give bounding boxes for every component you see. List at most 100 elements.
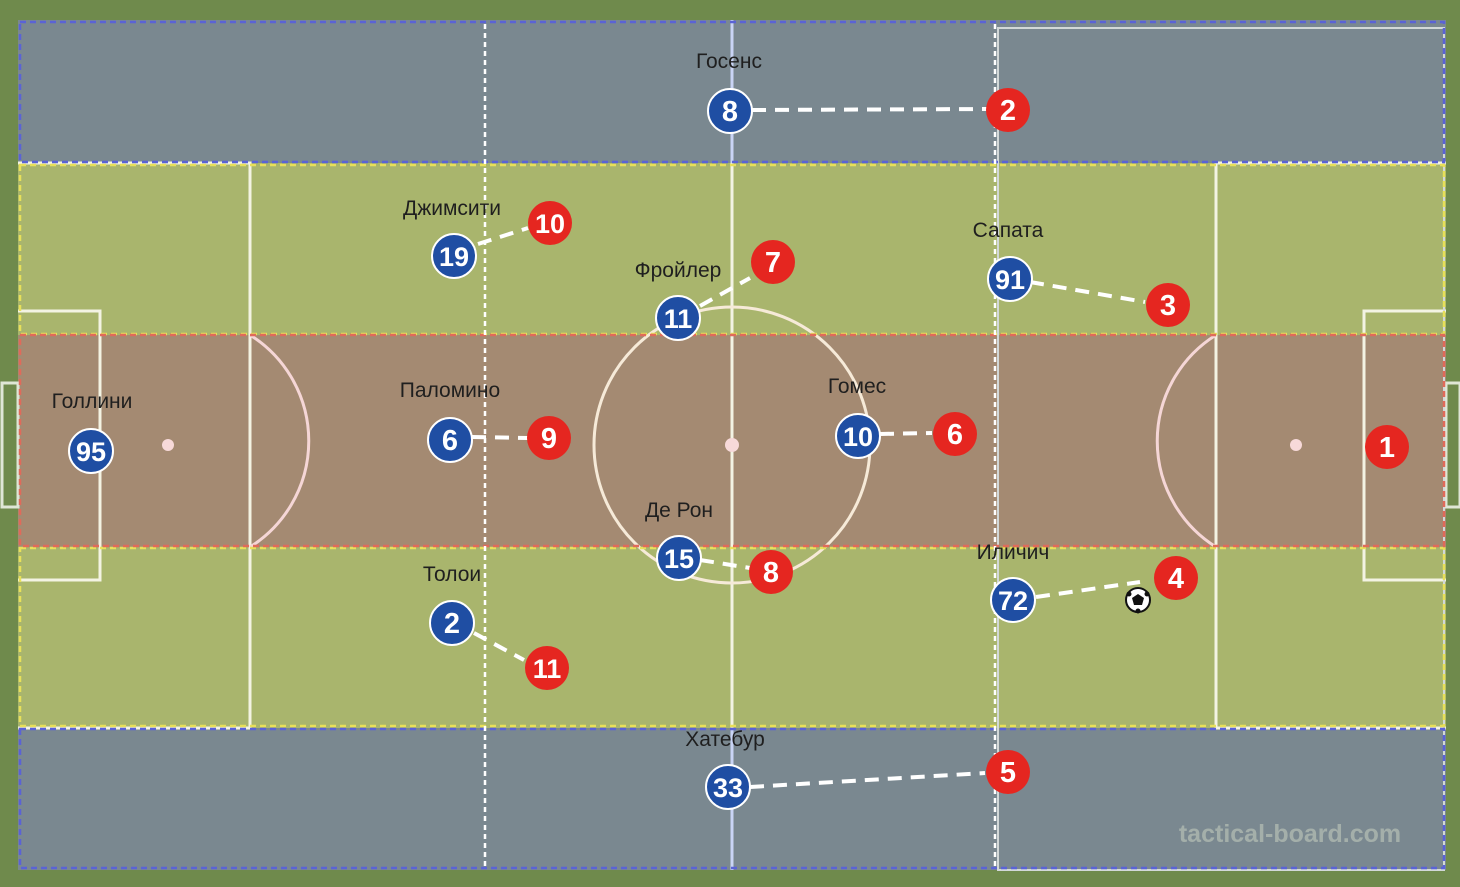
red-player-token[interactable] <box>525 646 569 690</box>
blue-player[interactable]: Хатебур 33 <box>685 728 765 810</box>
blue-player-name: Хатебур <box>685 728 765 751</box>
blue-player-number: 6 <box>442 425 458 457</box>
center-zone-border <box>18 333 1446 548</box>
left-penalty-spot <box>162 439 174 451</box>
blue-player-number: 19 <box>439 242 469 272</box>
red-player-number: 7 <box>765 247 781 279</box>
red-player[interactable]: 11 <box>525 646 569 690</box>
red-player[interactable]: 4 <box>1154 556 1198 600</box>
blue-player-number: 11 <box>664 304 693 334</box>
blue-player-number: 33 <box>713 773 743 803</box>
zone-dashed-borders <box>18 20 1446 870</box>
blue-player-name: Де Рон <box>645 499 713 522</box>
blue-player-number: 72 <box>998 586 1028 616</box>
half-space-bottom-border <box>18 546 1446 728</box>
red-player-token[interactable] <box>751 240 795 284</box>
red-player-number: 10 <box>535 209 565 239</box>
blue-player[interactable]: Сапата 91 <box>973 219 1044 302</box>
blue-player[interactable]: Фройлер 11 <box>635 259 722 341</box>
watermark: tactical-board.com <box>1179 820 1401 848</box>
blue-player-number: 8 <box>722 96 738 128</box>
right-goal <box>1444 381 1460 509</box>
red-player-token[interactable] <box>933 412 977 456</box>
left-penalty-arc <box>249 333 311 549</box>
marking-line <box>1035 580 1141 599</box>
red-player[interactable]: 3 <box>1146 283 1190 327</box>
center-spot <box>725 438 739 452</box>
right-wing-outline <box>997 27 1445 871</box>
red-player-token[interactable] <box>527 416 571 460</box>
blue-player-token[interactable] <box>987 256 1033 302</box>
blue-player-name: Госенс <box>696 50 762 73</box>
blue-player[interactable]: Джимсити 19 <box>403 197 501 279</box>
marking-line <box>477 226 529 246</box>
red-player-number: 2 <box>1000 95 1016 127</box>
blue-player-name: Голлини <box>52 390 133 413</box>
right-penalty-arc <box>1155 333 1217 549</box>
blue-player-token[interactable] <box>656 535 702 581</box>
blue-player-token[interactable] <box>427 417 473 463</box>
wing-top-border <box>18 20 1446 164</box>
blue-player-number: 10 <box>843 422 873 452</box>
right-goal-area <box>1362 309 1446 582</box>
red-player-token[interactable] <box>749 550 793 594</box>
marking-line <box>699 558 751 570</box>
red-player[interactable]: 7 <box>751 240 795 284</box>
blue-player[interactable]: Толои 2 <box>423 563 481 646</box>
blue-player-token[interactable] <box>68 428 114 474</box>
blue-player-token[interactable] <box>705 764 751 810</box>
blue-player-token[interactable] <box>431 233 477 279</box>
blue-player-number: 2 <box>444 608 460 640</box>
football-icon[interactable] <box>1125 587 1151 614</box>
blue-player-number: 15 <box>664 544 694 574</box>
blue-player-token[interactable] <box>707 88 753 134</box>
red-player[interactable]: 6 <box>933 412 977 456</box>
red-player-number: 4 <box>1168 563 1184 595</box>
blue-player-name: Джимсити <box>403 197 501 220</box>
red-player-number: 9 <box>541 423 557 455</box>
red-player[interactable]: 1 <box>1365 425 1409 469</box>
wing-bottom-border <box>18 727 1446 870</box>
red-player[interactable]: 2 <box>986 88 1030 132</box>
red-player-number: 1 <box>1379 432 1395 464</box>
marking-line <box>473 631 525 662</box>
marking-line <box>749 771 986 789</box>
red-player-token[interactable] <box>986 88 1030 132</box>
pitch-spots <box>162 438 1302 452</box>
marking-line <box>751 107 989 112</box>
red-player-token[interactable] <box>986 750 1030 794</box>
blue-player-name: Сапата <box>973 219 1044 242</box>
blue-player[interactable]: Де Рон 15 <box>645 499 713 581</box>
red-player-number: 3 <box>1160 290 1176 322</box>
red-player-token[interactable] <box>528 201 572 245</box>
red-player-token[interactable] <box>1365 425 1409 469</box>
blue-player-token[interactable] <box>655 295 701 341</box>
marking-line <box>699 276 751 308</box>
blue-player-token[interactable] <box>835 413 881 459</box>
red-player-number: 11 <box>533 654 562 684</box>
left-goal <box>0 381 20 509</box>
marking-line <box>471 435 529 440</box>
red-player[interactable]: 10 <box>528 201 572 245</box>
red-player-token[interactable] <box>1146 283 1190 327</box>
marking-line <box>879 431 933 436</box>
blue-player-token[interactable] <box>990 577 1036 623</box>
red-player-token[interactable] <box>1154 556 1198 600</box>
blue-player-name: Толои <box>423 563 481 586</box>
blue-player-number: 91 <box>995 265 1025 295</box>
red-player[interactable]: 5 <box>986 750 1030 794</box>
red-player[interactable]: 9 <box>527 416 571 460</box>
marking-lines <box>471 107 1146 789</box>
blue-player[interactable]: Госенс 8 <box>696 50 762 134</box>
red-player-number: 8 <box>763 557 779 589</box>
blue-player-token[interactable] <box>429 600 475 646</box>
blue-player-name: Фройлер <box>635 259 722 282</box>
red-player-number: 5 <box>1000 757 1016 789</box>
red-player[interactable]: 8 <box>749 550 793 594</box>
